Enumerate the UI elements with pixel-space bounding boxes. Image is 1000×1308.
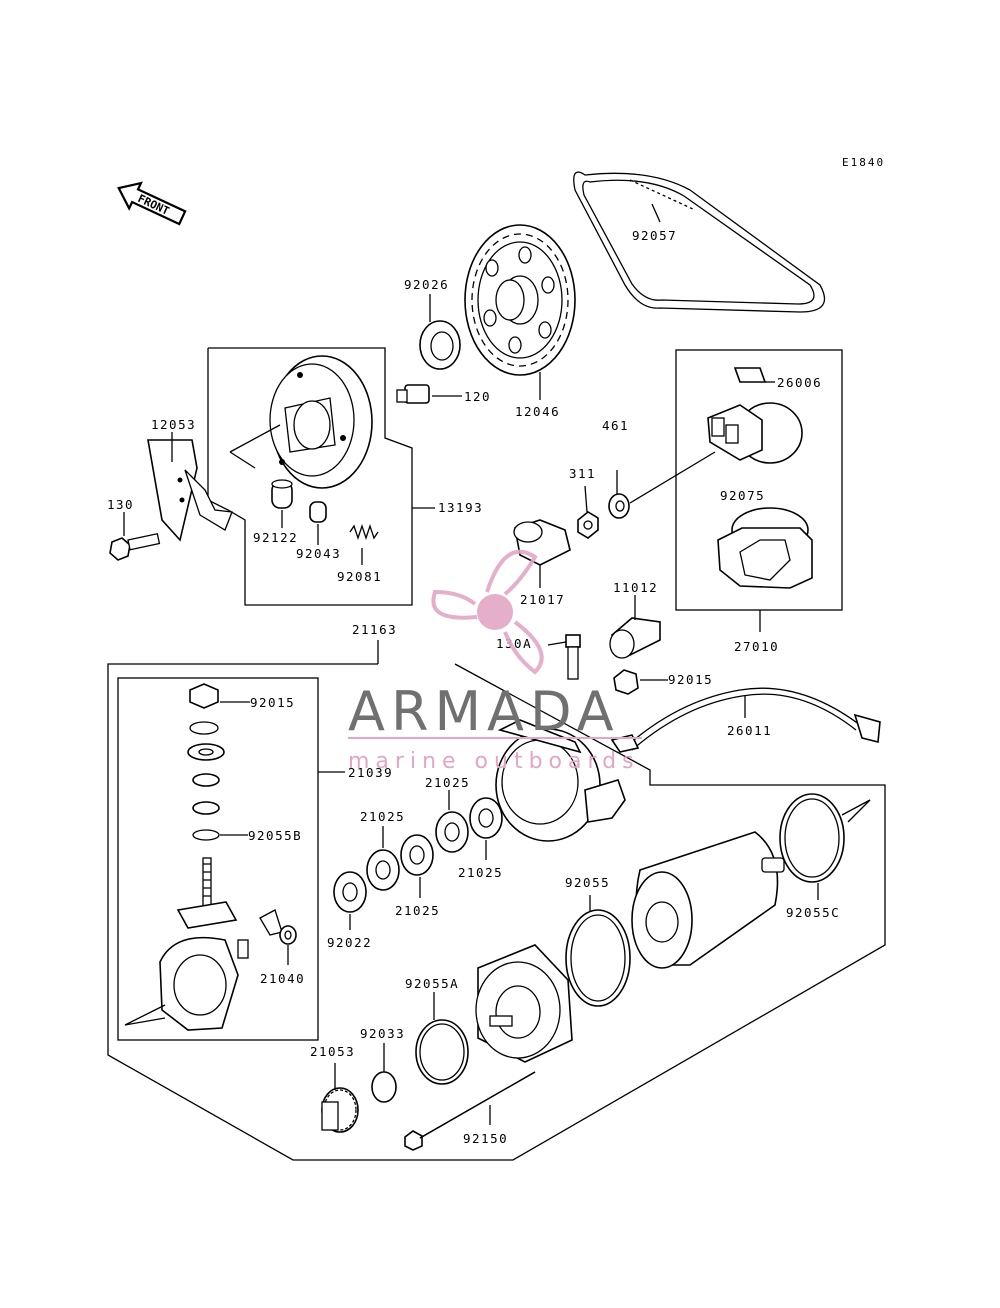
label-120: 120 bbox=[464, 389, 491, 404]
oring-92055 bbox=[565, 909, 631, 1007]
label-21025-right: 21025 bbox=[458, 865, 503, 880]
label-11012: 11012 bbox=[613, 580, 658, 595]
label-21039: 21039 bbox=[348, 765, 393, 780]
brush-holder-assembly bbox=[159, 857, 283, 1031]
nut-311 bbox=[577, 511, 599, 539]
bolt-130 bbox=[109, 532, 161, 561]
washer-21025-a bbox=[469, 797, 503, 839]
cable-26011 bbox=[610, 687, 881, 753]
label-92015-lower: 92015 bbox=[250, 695, 295, 710]
label-92055B: 92055B bbox=[248, 828, 302, 843]
bolt-120 bbox=[396, 384, 430, 404]
label-92043: 92043 bbox=[296, 546, 341, 561]
starter-clutch bbox=[269, 355, 373, 489]
label-130A: 130A bbox=[496, 636, 532, 651]
label-21025-top: 21025 bbox=[425, 775, 470, 790]
washer-92022 bbox=[333, 871, 367, 913]
washer-461 bbox=[608, 493, 630, 519]
label-130: 130 bbox=[107, 497, 134, 512]
label-92055: 92055 bbox=[565, 875, 610, 890]
label-92033: 92033 bbox=[360, 1026, 405, 1041]
gear-21053 bbox=[321, 1087, 359, 1133]
label-92150: 92150 bbox=[463, 1131, 508, 1146]
cap-11012 bbox=[609, 617, 661, 659]
nut-92015-upper bbox=[613, 669, 639, 695]
starter-relay bbox=[707, 402, 803, 464]
label-21040: 21040 bbox=[260, 971, 305, 986]
group-box-27010 bbox=[675, 349, 843, 611]
watermark-brand: ARMADA bbox=[348, 680, 620, 743]
label-26011: 26011 bbox=[727, 723, 772, 738]
spring-92081 bbox=[349, 523, 379, 541]
propeller-logo bbox=[431, 549, 544, 675]
label-21053: 21053 bbox=[310, 1044, 355, 1059]
label-92022: 92022 bbox=[327, 935, 372, 950]
washer-21025-d bbox=[366, 849, 400, 891]
oring-92055C bbox=[779, 793, 845, 883]
bracket-12053 bbox=[147, 439, 233, 542]
group-box-13193 bbox=[207, 347, 413, 606]
label-311: 311 bbox=[569, 466, 596, 481]
label-12046: 12046 bbox=[515, 404, 560, 419]
group-box-21163 bbox=[107, 663, 886, 1161]
label-92057: 92057 bbox=[632, 228, 677, 243]
washer-92026 bbox=[419, 320, 461, 370]
label-21163: 21163 bbox=[352, 622, 397, 637]
holder-92075 bbox=[717, 507, 813, 589]
label-92075: 92075 bbox=[720, 488, 765, 503]
drive-chain bbox=[573, 171, 826, 313]
terminal-hardware-stack bbox=[187, 683, 225, 841]
label-92026: 92026 bbox=[404, 277, 449, 292]
label-13193: 13193 bbox=[438, 500, 483, 515]
washer-21025-c bbox=[400, 834, 434, 876]
bolt-130A bbox=[565, 634, 581, 680]
pin-92043 bbox=[309, 501, 327, 523]
label-92055A: 92055A bbox=[405, 976, 459, 991]
starter-front-cover bbox=[475, 944, 573, 1063]
label-27010: 27010 bbox=[734, 639, 779, 654]
label-26006: 26006 bbox=[777, 375, 822, 390]
label-92081: 92081 bbox=[337, 569, 382, 584]
long-bolt-92150 bbox=[404, 1071, 536, 1151]
washer-21025-b bbox=[435, 811, 469, 853]
label-92015-upper: 92015 bbox=[668, 672, 713, 687]
starter-yoke bbox=[631, 831, 785, 969]
boot-21017 bbox=[513, 519, 571, 566]
label-21025-bottom: 21025 bbox=[395, 903, 440, 918]
group-box-21039 bbox=[117, 677, 319, 1041]
label-92122: 92122 bbox=[253, 530, 298, 545]
circlip-92033 bbox=[371, 1071, 397, 1103]
label-92055C: 92055C bbox=[786, 905, 840, 920]
sprocket-12046 bbox=[464, 224, 576, 376]
diagram-code: E1840 bbox=[842, 156, 885, 169]
front-arrow-icon: FRONT bbox=[117, 181, 187, 226]
label-21017: 21017 bbox=[520, 592, 565, 607]
label-461: 461 bbox=[602, 418, 629, 433]
roller-92122 bbox=[271, 479, 293, 509]
label-12053: 12053 bbox=[151, 417, 196, 432]
watermark-tagline: marine outboards bbox=[348, 749, 640, 774]
label-21025-left: 21025 bbox=[360, 809, 405, 824]
brush-21040 bbox=[279, 925, 297, 945]
starter-rear-cover bbox=[495, 719, 626, 842]
oring-92055A bbox=[415, 1019, 469, 1085]
fuse-26006 bbox=[733, 367, 767, 383]
